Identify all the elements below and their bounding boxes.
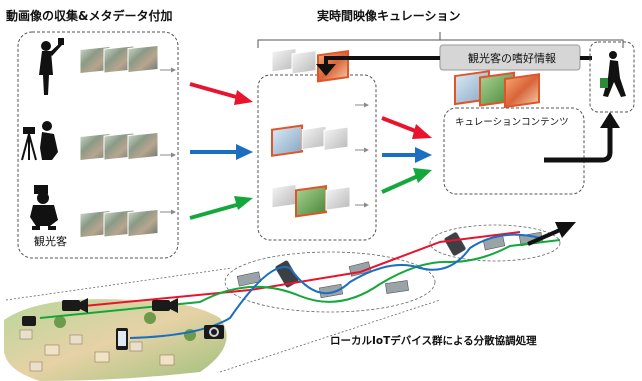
walking-tourist-icon [600, 51, 626, 97]
iot-cluster-ellipse [224, 251, 436, 313]
blue-stream-path [129, 233, 541, 339]
tourist-label: 観光客 [34, 235, 67, 248]
curation-bracket [257, 32, 624, 48]
content-to-tourist-arrow [544, 126, 613, 163]
collection-panel [17, 31, 179, 259]
camera-person-icon [39, 38, 64, 95]
curation-title: 実時間映像キュレーション [317, 9, 461, 23]
tripod-camera-icon [21, 121, 58, 161]
green-stream-path [39, 239, 561, 319]
curation-panel [257, 74, 377, 241]
projection-line-right [219, 299, 441, 373]
red-stream-path [83, 231, 521, 307]
crouching-camera-person-icon [30, 185, 58, 230]
red-stream-arrow [189, 82, 253, 105]
video-camera-icon [22, 298, 178, 326]
blue-output-arrow [382, 147, 432, 163]
blue-stream-arrow [190, 144, 253, 160]
curation-content-label: キュレーションコンテンツ [455, 117, 569, 128]
preference-feedback-arrow [324, 56, 440, 64]
curation-frames-row-2 [271, 124, 349, 157]
curated-frames [454, 70, 540, 109]
green-output-arrow [381, 168, 432, 194]
curation-frames-row-3 [271, 183, 351, 218]
green-stream-arrow [189, 196, 253, 220]
iot-devices [236, 231, 544, 299]
video-frames-row-1 [79, 44, 159, 75]
collection-title: 動画像の収集&メタデータ付加 [6, 9, 173, 23]
curation-content-panel [443, 107, 585, 195]
iot-output-arrow [527, 228, 561, 246]
camera-icon [204, 325, 224, 339]
iot-cluster-ellipse-small [429, 224, 561, 262]
iot-processing-label: ローカルIoTデバイス群による分散協調処理 [330, 335, 537, 347]
tourist-preference-label: 観光客の嗜好情報 [468, 52, 556, 65]
video-frames-row-2 [79, 131, 159, 162]
red-output-arrow [381, 116, 432, 139]
tourist-panel [589, 41, 635, 113]
town-illustration [4, 299, 227, 381]
curation-frames-row-1 [271, 47, 349, 83]
smartphone-icon [116, 328, 128, 350]
video-frames-row-3 [79, 208, 159, 239]
